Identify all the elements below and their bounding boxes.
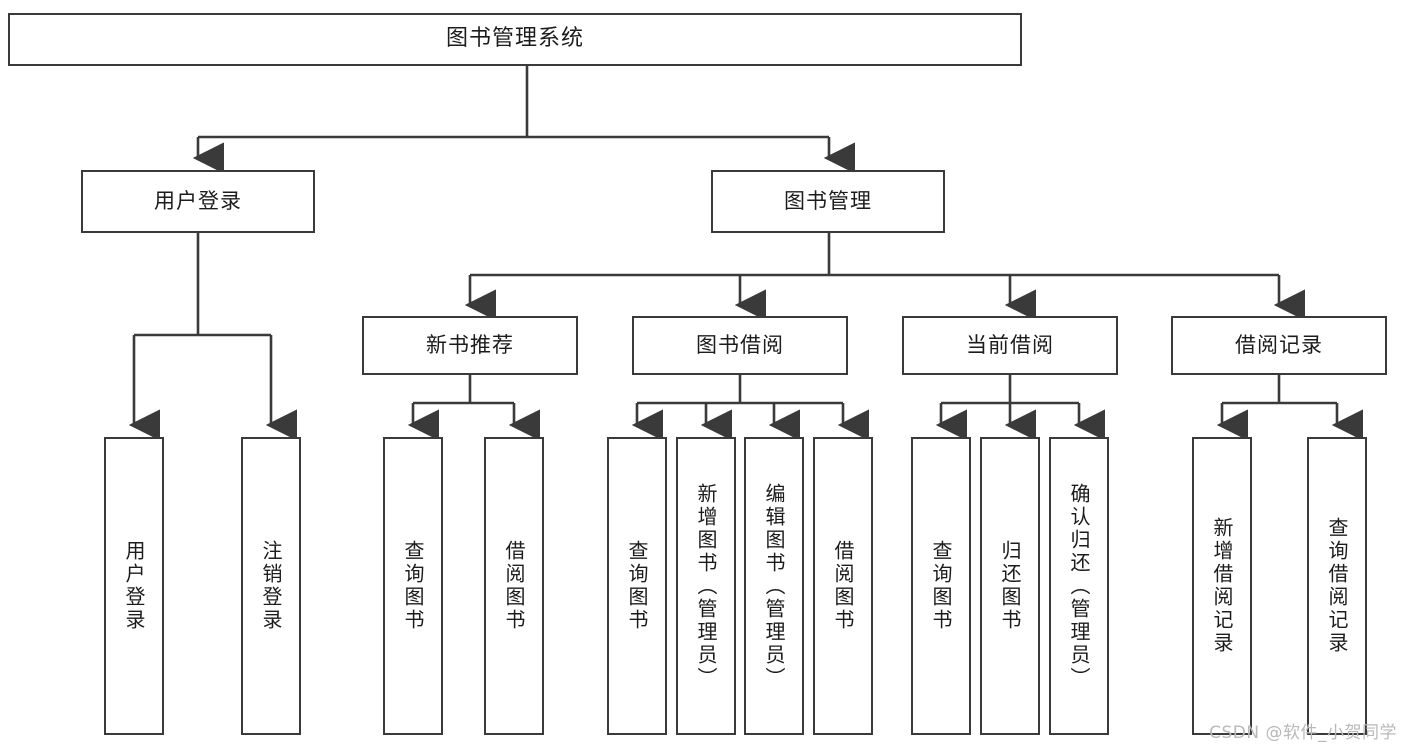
node-label: 确认归还（管理员） <box>1067 482 1091 690</box>
leaf-query-book-1[interactable]: 查询图书 <box>383 437 443 735</box>
leaf-query-record[interactable]: 查询借阅记录 <box>1307 437 1367 735</box>
csdn-watermark: CSDN @软件_小贺同学 <box>1209 723 1397 743</box>
node-label: 图书借阅 <box>696 332 784 357</box>
node-label: 查询借阅记录 <box>1325 517 1349 655</box>
node-label: 当前借阅 <box>966 332 1054 357</box>
node-book-borrow[interactable]: 图书借阅 <box>632 316 848 375</box>
node-label: 图书管理 <box>784 188 872 213</box>
node-current-borrow[interactable]: 当前借阅 <box>902 316 1118 375</box>
node-label: 新书推荐 <box>426 332 514 357</box>
node-label: 借阅图书 <box>502 540 526 632</box>
node-user-login[interactable]: 用户登录 <box>81 170 315 233</box>
leaf-user-login[interactable]: 用户登录 <box>104 437 164 735</box>
leaf-query-book-2[interactable]: 查询图书 <box>607 437 667 735</box>
leaf-return-book[interactable]: 归还图书 <box>980 437 1040 735</box>
node-label: 图书管理系统 <box>445 26 584 52</box>
node-label: 注销登录 <box>259 540 283 632</box>
node-label: 查询图书 <box>401 540 425 632</box>
leaf-borrow-book-2[interactable]: 借阅图书 <box>813 437 873 735</box>
node-label: 归还图书 <box>998 540 1022 632</box>
leaf-borrow-book-1[interactable]: 借阅图书 <box>484 437 544 735</box>
node-new-book-recommend[interactable]: 新书推荐 <box>362 316 578 375</box>
leaf-logout-login[interactable]: 注销登录 <box>241 437 301 735</box>
node-book-manage[interactable]: 图书管理 <box>711 170 945 233</box>
node-label: 借阅记录 <box>1235 332 1323 357</box>
leaf-edit-book[interactable]: 编辑图书（管理员） <box>744 437 804 735</box>
node-label: 用户登录 <box>154 188 242 213</box>
leaf-query-book-3[interactable]: 查询图书 <box>911 437 971 735</box>
node-borrow-record[interactable]: 借阅记录 <box>1171 316 1387 375</box>
node-label: 查询图书 <box>625 540 649 632</box>
node-root-system[interactable]: 图书管理系统 <box>8 13 1022 66</box>
node-label: 编辑图书（管理员） <box>762 482 786 690</box>
leaf-confirm-return[interactable]: 确认归还（管理员） <box>1049 437 1109 735</box>
node-label: 新增图书（管理员） <box>694 482 718 690</box>
node-label: 用户登录 <box>122 540 146 632</box>
leaf-add-book[interactable]: 新增图书（管理员） <box>676 437 736 735</box>
node-label: 借阅图书 <box>831 540 855 632</box>
leaf-add-record[interactable]: 新增借阅记录 <box>1192 437 1252 735</box>
node-label: 新增借阅记录 <box>1210 517 1234 655</box>
node-label: 查询图书 <box>929 540 953 632</box>
